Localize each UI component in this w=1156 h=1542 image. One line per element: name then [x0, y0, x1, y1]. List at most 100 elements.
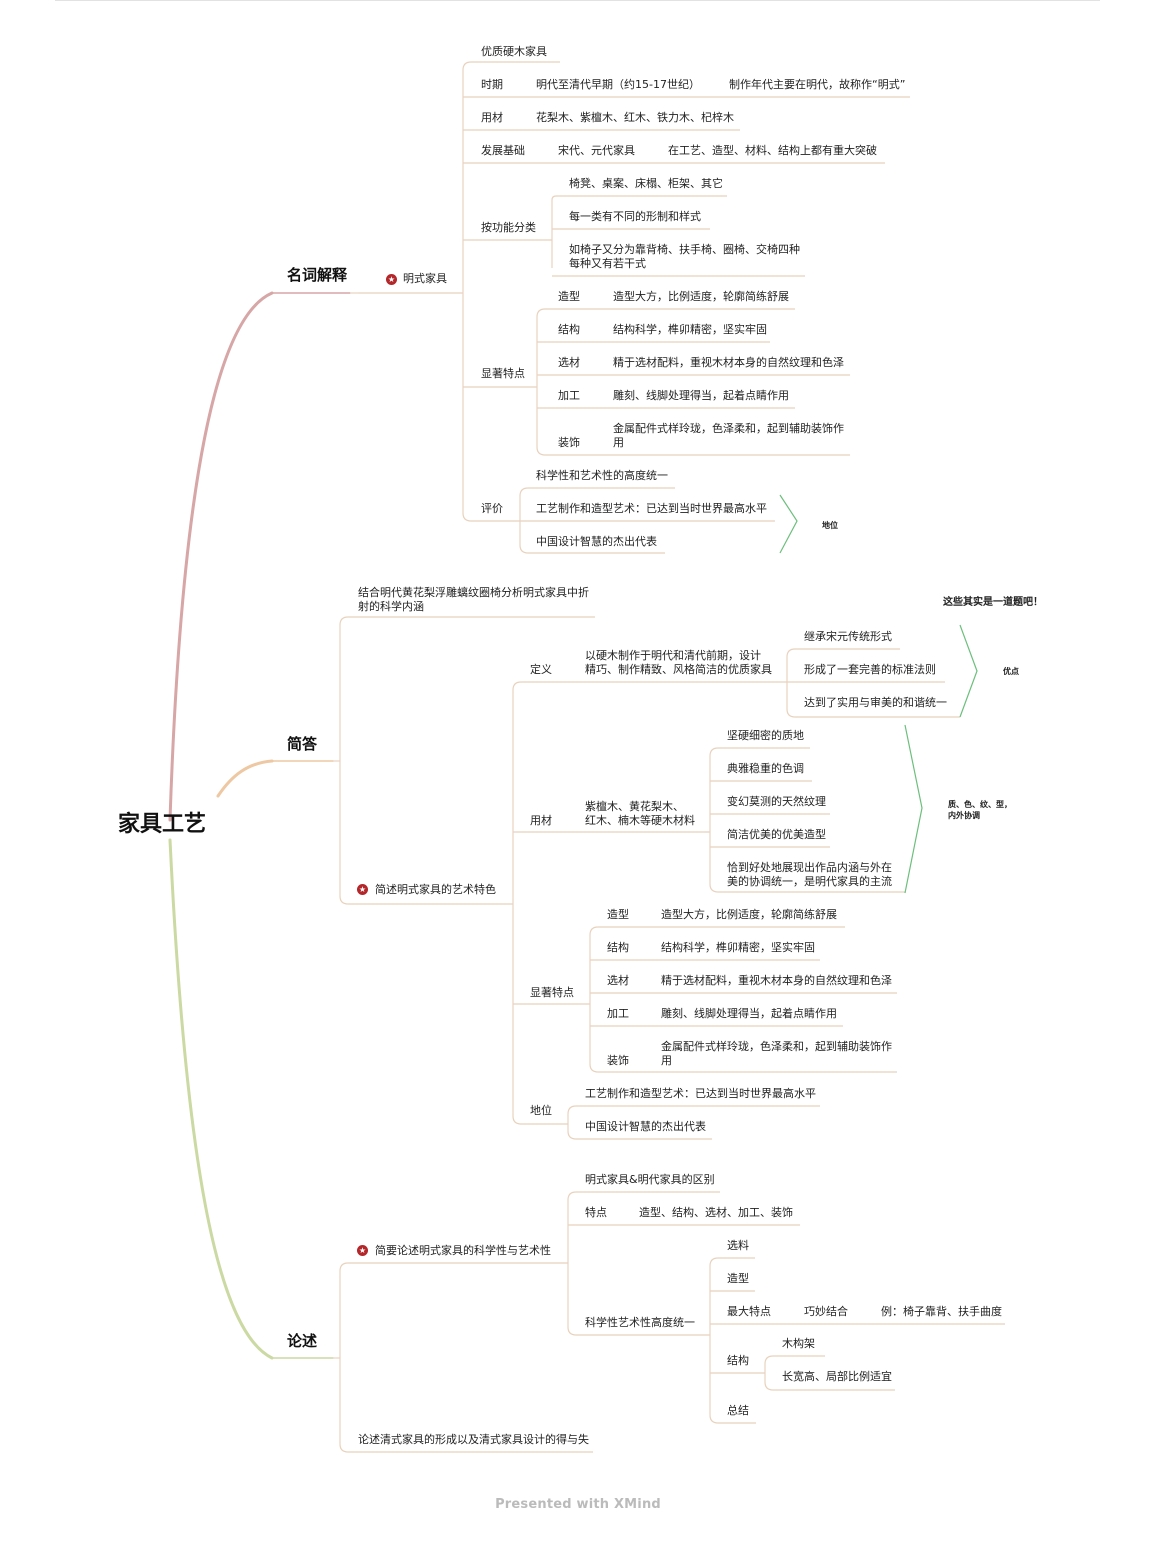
node-function-label[interactable]: 按功能分类 — [481, 221, 536, 234]
note-label: 这些其实是一道题吧！ — [943, 597, 1043, 608]
node-feature-value[interactable]: 雕刻、线脚处理得当，起着点睛作用 — [661, 1007, 837, 1020]
node-def-value[interactable]: 以硬木制作于明代和清代前期，设计 — [585, 649, 761, 662]
node-unity-example[interactable]: 例：椅子靠背、扶手曲度 — [881, 1305, 1002, 1318]
node-function-item[interactable]: 如椅子又分为靠背椅、扶手椅、圈椅、交椅四种 — [569, 243, 800, 256]
node-def-item[interactable]: 形成了一套完善的标准法则 — [804, 663, 936, 676]
node-feature-value[interactable]: 用 — [613, 436, 624, 449]
node-status-item[interactable]: 中国设计智慧的杰出代表 — [585, 1120, 706, 1133]
node-feature-key[interactable]: 结构 — [607, 941, 629, 954]
branch-discussion[interactable]: 论述 — [287, 1332, 318, 1350]
star-icon: ★ — [386, 274, 397, 285]
node-unity-label[interactable]: 科学性艺术性高度统一 — [585, 1316, 695, 1329]
node-structure-item[interactable]: 木构架 — [782, 1337, 815, 1350]
topic-science-art[interactable]: 简要论述明式家具的科学性与艺术性 — [375, 1244, 551, 1257]
node-material-item[interactable]: 恰到好处地展现出作品内涵与外在 — [727, 861, 892, 874]
node-basis-note[interactable]: 在工艺、造型、材料、结构上都有重大突破 — [668, 144, 877, 157]
summary-material-label[interactable]: 质、色、纹、型， — [948, 800, 1012, 809]
node-material-item[interactable]: 简洁优美的优美造型 — [727, 828, 826, 841]
node-eval-item[interactable]: 工艺制作和造型艺术：已达到当时世界最高水平 — [536, 502, 767, 515]
node-def-item[interactable]: 继承宋元传统形式 — [804, 630, 892, 643]
node-feature-value[interactable]: 精于选材配料，重视木材本身的自然纹理和色泽 — [661, 974, 892, 987]
node-feature-value[interactable]: 精于选材配料，重视木材本身的自然纹理和色泽 — [613, 356, 844, 369]
node-status-item[interactable]: 工艺制作和造型艺术：已达到当时世界最高水平 — [585, 1087, 816, 1100]
node-unity-item[interactable]: 最大特点 — [727, 1305, 771, 1318]
node-feature-value[interactable]: 金属配件式样玲珑，色泽柔和，起到辅助装饰作 — [661, 1040, 892, 1053]
node-def-item[interactable]: 达到了实用与审美的和谐统一 — [804, 696, 947, 709]
node-material-item[interactable]: 美的协调统一，是明代家具的主流 — [727, 875, 892, 888]
node-def-label[interactable]: 定义 — [530, 663, 552, 676]
node-basis-label[interactable]: 发展基础 — [481, 144, 525, 157]
node-material-item[interactable]: 变幻莫测的天然纹理 — [727, 795, 826, 808]
node-material-label[interactable]: 用材 — [530, 814, 552, 827]
node-summary[interactable]: 总结 — [727, 1404, 749, 1417]
node-feature-key[interactable]: 造型 — [607, 908, 629, 921]
question-2[interactable]: 论述清式家具的形成以及清式家具设计的得与失 — [358, 1433, 589, 1446]
branch-noun-explanation[interactable]: 名词解释 — [287, 266, 348, 284]
node-feature-key[interactable]: 选材 — [607, 974, 629, 987]
node-function-item[interactable]: 每一类有不同的形制和样式 — [569, 210, 701, 223]
question-1-line[interactable]: 射的科学内涵 — [358, 600, 424, 613]
node-eval-item[interactable]: 科学性和艺术性的高度统一 — [536, 469, 668, 482]
node-material-item[interactable]: 典雅稳重的色调 — [727, 762, 804, 775]
node-feature-key[interactable]: 选材 — [558, 356, 580, 369]
summary-brace-status — [779, 494, 798, 554]
node-material-label[interactable]: 用材 — [481, 111, 503, 124]
summary-brace-material — [904, 724, 923, 894]
summary-material-label[interactable]: 内外协调 — [948, 811, 980, 820]
node-material-item[interactable]: 坚硬细密的质地 — [727, 729, 804, 742]
node-function-item[interactable]: 椅凳、桌案、床榻、柜架、其它 — [569, 177, 723, 190]
node-feature-key[interactable]: 造型 — [558, 290, 580, 303]
node-eval-label[interactable]: 评价 — [481, 502, 503, 515]
node-feature-value[interactable]: 造型、结构、选材、加工、装饰 — [639, 1206, 793, 1219]
root-topic[interactable]: 家具工艺 — [118, 812, 207, 837]
node-function-item[interactable]: 每种又有若干式 — [569, 257, 646, 270]
node-feature-key[interactable]: 加工 — [607, 1007, 629, 1020]
node-period-label[interactable]: 时期 — [481, 78, 503, 91]
main-branch-connector-3 — [168, 838, 274, 1360]
node-period-note[interactable]: 制作年代主要在明代，故称作“明式” — [729, 78, 906, 91]
node-feature-value[interactable]: 用 — [661, 1054, 672, 1067]
main-branch-connector-2 — [216, 759, 274, 798]
topic-art-features[interactable]: 简述明式家具的艺术特色 — [375, 883, 496, 896]
node-eval-item[interactable]: 中国设计智慧的杰出代表 — [536, 535, 657, 548]
node-period-value[interactable]: 明代至清代早期（约15-17世纪） — [536, 78, 700, 91]
node-structure-item[interactable]: 长宽高、局部比例适宜 — [782, 1370, 892, 1383]
topic-ming-furniture[interactable]: 明式家具 — [403, 272, 447, 285]
node-difference[interactable]: 明式家具&明代家具的区别 — [585, 1173, 715, 1186]
star-icon: ★ — [357, 1245, 368, 1256]
node-feature-value[interactable]: 结构科学，榫卯精密，坚实牢固 — [613, 323, 767, 336]
summary-brace-advantages — [959, 624, 978, 718]
main-branch-connector-1 — [168, 291, 274, 822]
node-feature-value[interactable]: 结构科学，榫卯精密，坚实牢固 — [661, 941, 815, 954]
node-feature-value[interactable]: 雕刻、线脚处理得当，起着点睛作用 — [613, 389, 789, 402]
summary-status-label[interactable]: 地位 — [822, 521, 838, 530]
node-definition[interactable]: 优质硬木家具 — [481, 45, 547, 58]
node-def-value[interactable]: 精巧、制作精致、风格简洁的优质家具 — [585, 663, 772, 676]
node-material-value[interactable]: 花梨木、紫檀木、红木、铁力木、杞梓木 — [536, 111, 734, 124]
node-feature-value[interactable]: 造型大方，比例适度，轮廓简练舒展 — [661, 908, 837, 921]
branch-short-answer[interactable]: 简答 — [287, 735, 318, 753]
node-feature-label[interactable]: 显著特点 — [530, 986, 574, 999]
question-1-line[interactable]: 结合明代黄花梨浮雕螭纹圈椅分析明式家具中折 — [358, 586, 589, 599]
node-status-label[interactable]: 地位 — [530, 1104, 552, 1117]
top-divider — [55, 0, 1100, 1]
node-feature-key[interactable]: 结构 — [558, 323, 580, 336]
summary-advantages-label[interactable]: 优点 — [1003, 667, 1019, 676]
node-basis-value[interactable]: 宋代、元代家具 — [558, 144, 635, 157]
node-feature-label[interactable]: 特点 — [585, 1206, 607, 1219]
node-unity-item[interactable]: 造型 — [727, 1272, 749, 1285]
node-unity-value[interactable]: 巧妙结合 — [804, 1305, 848, 1318]
node-material-value[interactable]: 红木、楠木等硬木材料 — [585, 814, 695, 827]
node-feature-label[interactable]: 显著特点 — [481, 367, 525, 380]
node-structure-label[interactable]: 结构 — [727, 1354, 749, 1367]
node-feature-key[interactable]: 加工 — [558, 389, 580, 402]
node-feature-value[interactable]: 金属配件式样玲珑，色泽柔和，起到辅助装饰作 — [613, 422, 844, 435]
star-icon: ★ — [357, 884, 368, 895]
node-feature-key[interactable]: 装饰 — [558, 436, 580, 449]
footer-brand: Presented with XMind — [495, 1497, 661, 1512]
node-feature-key[interactable]: 装饰 — [607, 1054, 629, 1067]
node-material-value[interactable]: 紫檀木、黄花梨木、 — [585, 800, 684, 813]
node-unity-item[interactable]: 选料 — [727, 1239, 749, 1252]
node-feature-value[interactable]: 造型大方，比例适度，轮廓简练舒展 — [613, 290, 789, 303]
